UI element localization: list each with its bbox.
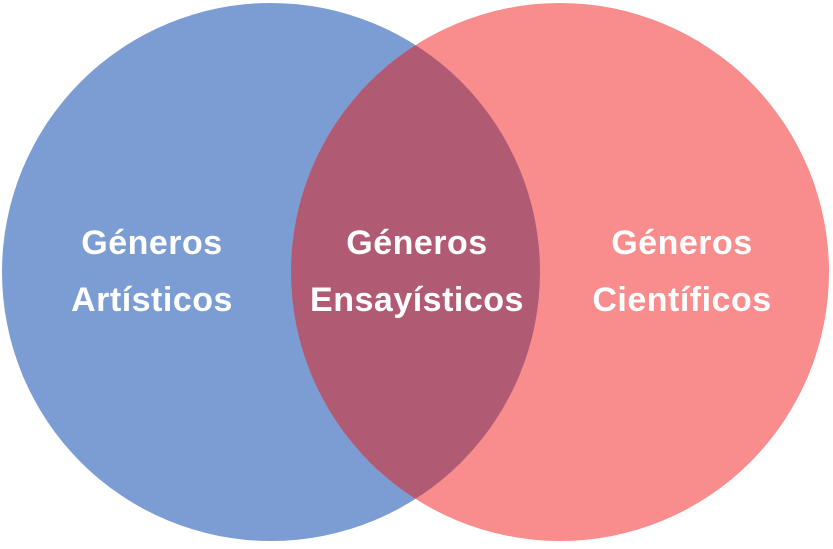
left-set-label: Géneros Artísticos bbox=[71, 215, 233, 329]
right-set-label-line1: Géneros bbox=[611, 224, 753, 262]
left-set-label-line1: Géneros bbox=[81, 224, 223, 262]
intersection-label-line2: Ensayísticos bbox=[310, 281, 524, 319]
right-set-label-line2: Científicos bbox=[592, 281, 772, 319]
left-set-label-line2: Artísticos bbox=[71, 281, 233, 319]
intersection-label-line1: Géneros bbox=[346, 224, 488, 262]
intersection-region bbox=[291, 3, 540, 541]
right-set-label: Géneros Científicos bbox=[592, 215, 771, 329]
intersection-label: Géneros Ensayísticos bbox=[310, 215, 524, 329]
